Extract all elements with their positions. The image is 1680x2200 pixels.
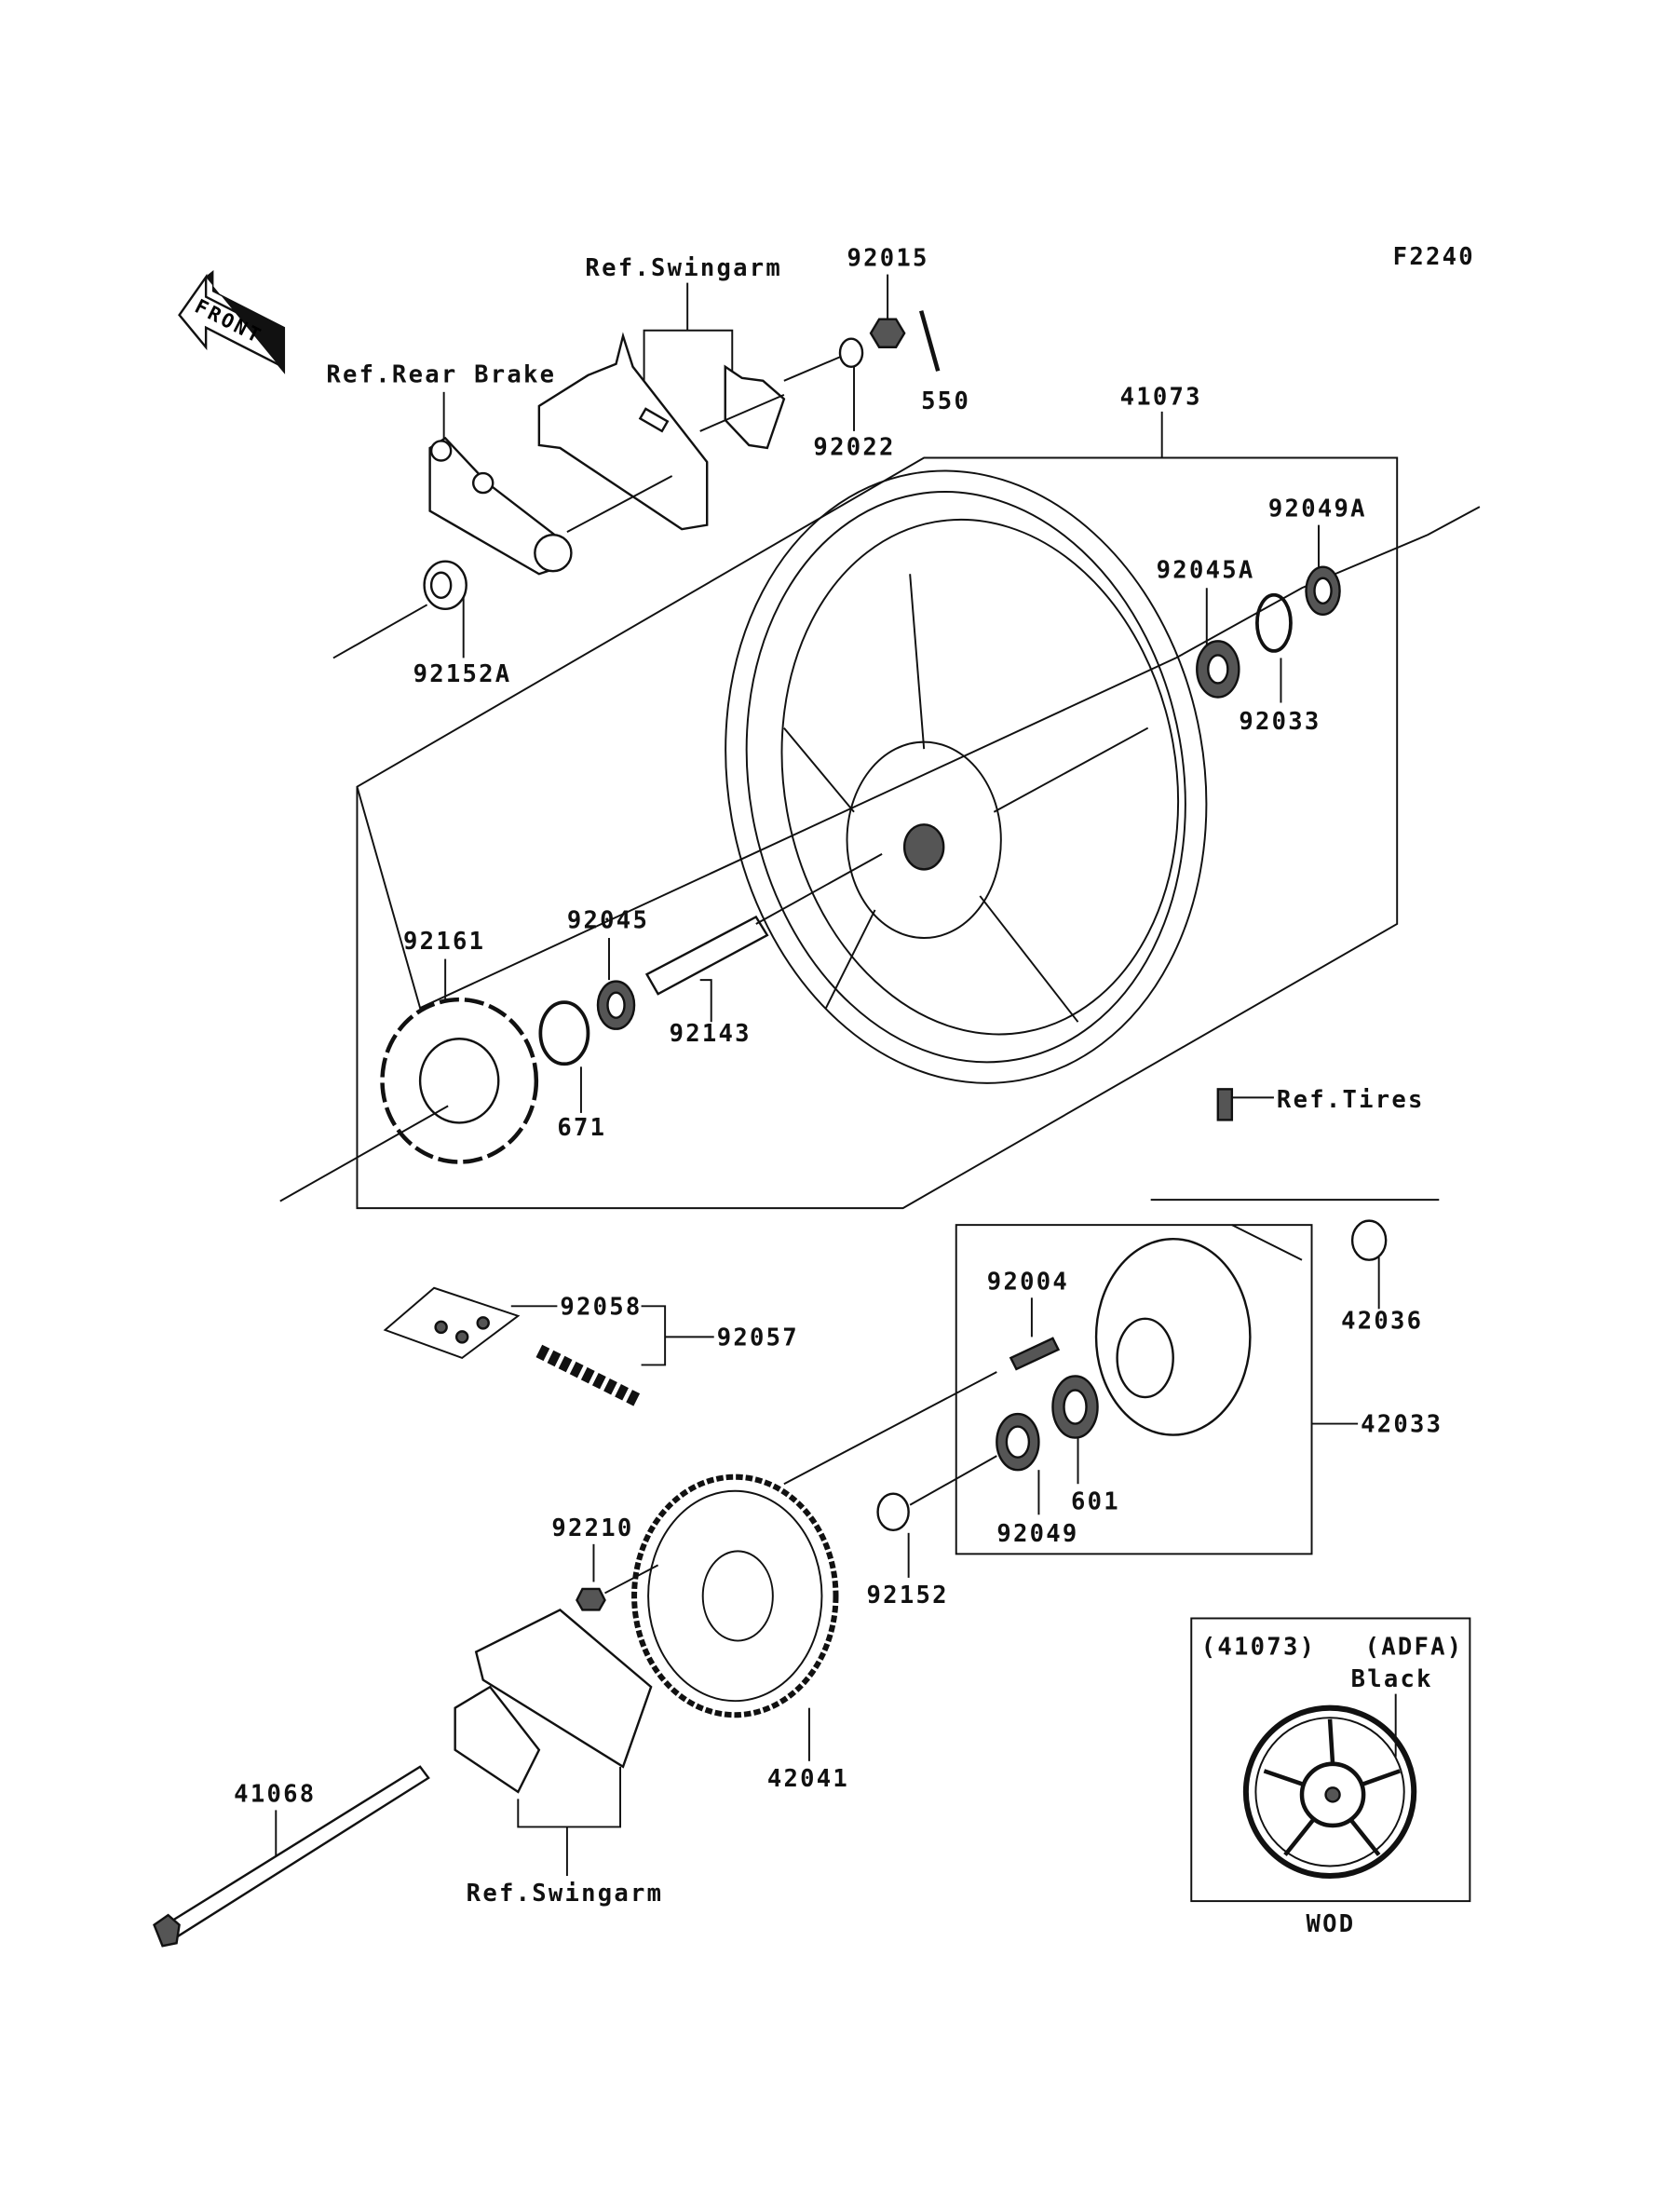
label-92152A: 92152A bbox=[413, 660, 512, 688]
part-671: 671 bbox=[538, 1000, 606, 1142]
label-92058: 92058 bbox=[560, 1293, 642, 1321]
label-92210: 92210 bbox=[551, 1514, 633, 1542]
label-92022: 92022 bbox=[813, 433, 895, 461]
label-92161: 92161 bbox=[403, 928, 485, 956]
ref-rear-brake-label: Ref.Rear Brake bbox=[326, 360, 556, 388]
label-92045: 92045 bbox=[567, 907, 649, 935]
part-92015: 92015 bbox=[847, 245, 929, 348]
ref-swingarm-bottom-label: Ref.Swingarm bbox=[467, 1880, 664, 1908]
diagram-id: F2240 bbox=[1393, 243, 1475, 271]
part-92143: 92143 bbox=[644, 852, 883, 1048]
part-601: 601 bbox=[1051, 1375, 1120, 1515]
label-92143: 92143 bbox=[670, 1020, 752, 1048]
part-92045A: 92045A bbox=[1157, 557, 1255, 699]
ref-tires: Ref.Tires bbox=[1216, 1086, 1425, 1121]
inset-part-number: (41073) bbox=[1201, 1634, 1316, 1662]
part-92022: 92022 bbox=[783, 337, 895, 461]
label-92057: 92057 bbox=[717, 1324, 799, 1351]
part-92033: 92033 bbox=[1239, 592, 1321, 736]
part-92161: 92161 bbox=[279, 928, 539, 1202]
label-42036: 42036 bbox=[1341, 1307, 1423, 1335]
part-92049A: 92049A bbox=[1268, 496, 1367, 617]
label-92049: 92049 bbox=[996, 1520, 1078, 1548]
part-42033-group: 42033 bbox=[955, 1199, 1443, 1555]
rear-wheel bbox=[725, 469, 1208, 1084]
ref-swingarm-bottom: Ref.Swingarm bbox=[454, 1609, 664, 1908]
label-92049A: 92049A bbox=[1268, 496, 1367, 523]
ref-tires-label: Ref.Tires bbox=[1277, 1086, 1425, 1114]
label-92152: 92152 bbox=[867, 1582, 949, 1609]
part-550: 550 bbox=[919, 310, 970, 415]
ref-swingarm-top-label: Ref.Swingarm bbox=[585, 254, 782, 282]
part-92004: 92004 bbox=[987, 1268, 1069, 1371]
part-42041: 42041 bbox=[631, 1371, 997, 1793]
color-variant-inset: (41073) (ADFA) Black WOD bbox=[1190, 1617, 1471, 1938]
label-41073: 41073 bbox=[1120, 383, 1202, 411]
label-671: 671 bbox=[557, 1114, 606, 1142]
inset-color: Black bbox=[1351, 1665, 1433, 1693]
ref-swingarm-top: Ref.Swingarm bbox=[537, 254, 786, 531]
label-41068: 41068 bbox=[234, 1780, 316, 1808]
part-42036: 42036 bbox=[1341, 1219, 1423, 1335]
part-92049: 92049 bbox=[996, 1412, 1078, 1548]
part-41073-group: 41073 bbox=[332, 383, 1481, 1210]
part-92152: 92152 bbox=[867, 1455, 997, 1609]
label-42033: 42033 bbox=[1361, 1411, 1443, 1439]
part-92058: 92058 bbox=[383, 1286, 667, 1366]
part-92210: 92210 bbox=[551, 1514, 659, 1611]
label-601: 601 bbox=[1071, 1487, 1120, 1515]
part-92057: 92057 bbox=[535, 1324, 799, 1406]
inset-code: (ADFA) bbox=[1365, 1634, 1464, 1662]
ref-rear-brake: Ref.Rear Brake bbox=[326, 360, 673, 576]
label-92015: 92015 bbox=[847, 245, 929, 273]
label-92004: 92004 bbox=[987, 1268, 1069, 1296]
label-92033: 92033 bbox=[1239, 708, 1321, 736]
part-41068: 41068 bbox=[153, 1765, 430, 1948]
label-92045A: 92045A bbox=[1157, 557, 1255, 585]
label-550: 550 bbox=[921, 387, 970, 415]
part-92045: 92045 bbox=[567, 907, 649, 1030]
part-92152A: 92152A bbox=[413, 560, 512, 688]
label-42041: 42041 bbox=[767, 1765, 849, 1793]
inset-caption: WOD bbox=[1307, 1910, 1356, 1938]
front-arrow-icon: FRONT bbox=[178, 270, 286, 374]
